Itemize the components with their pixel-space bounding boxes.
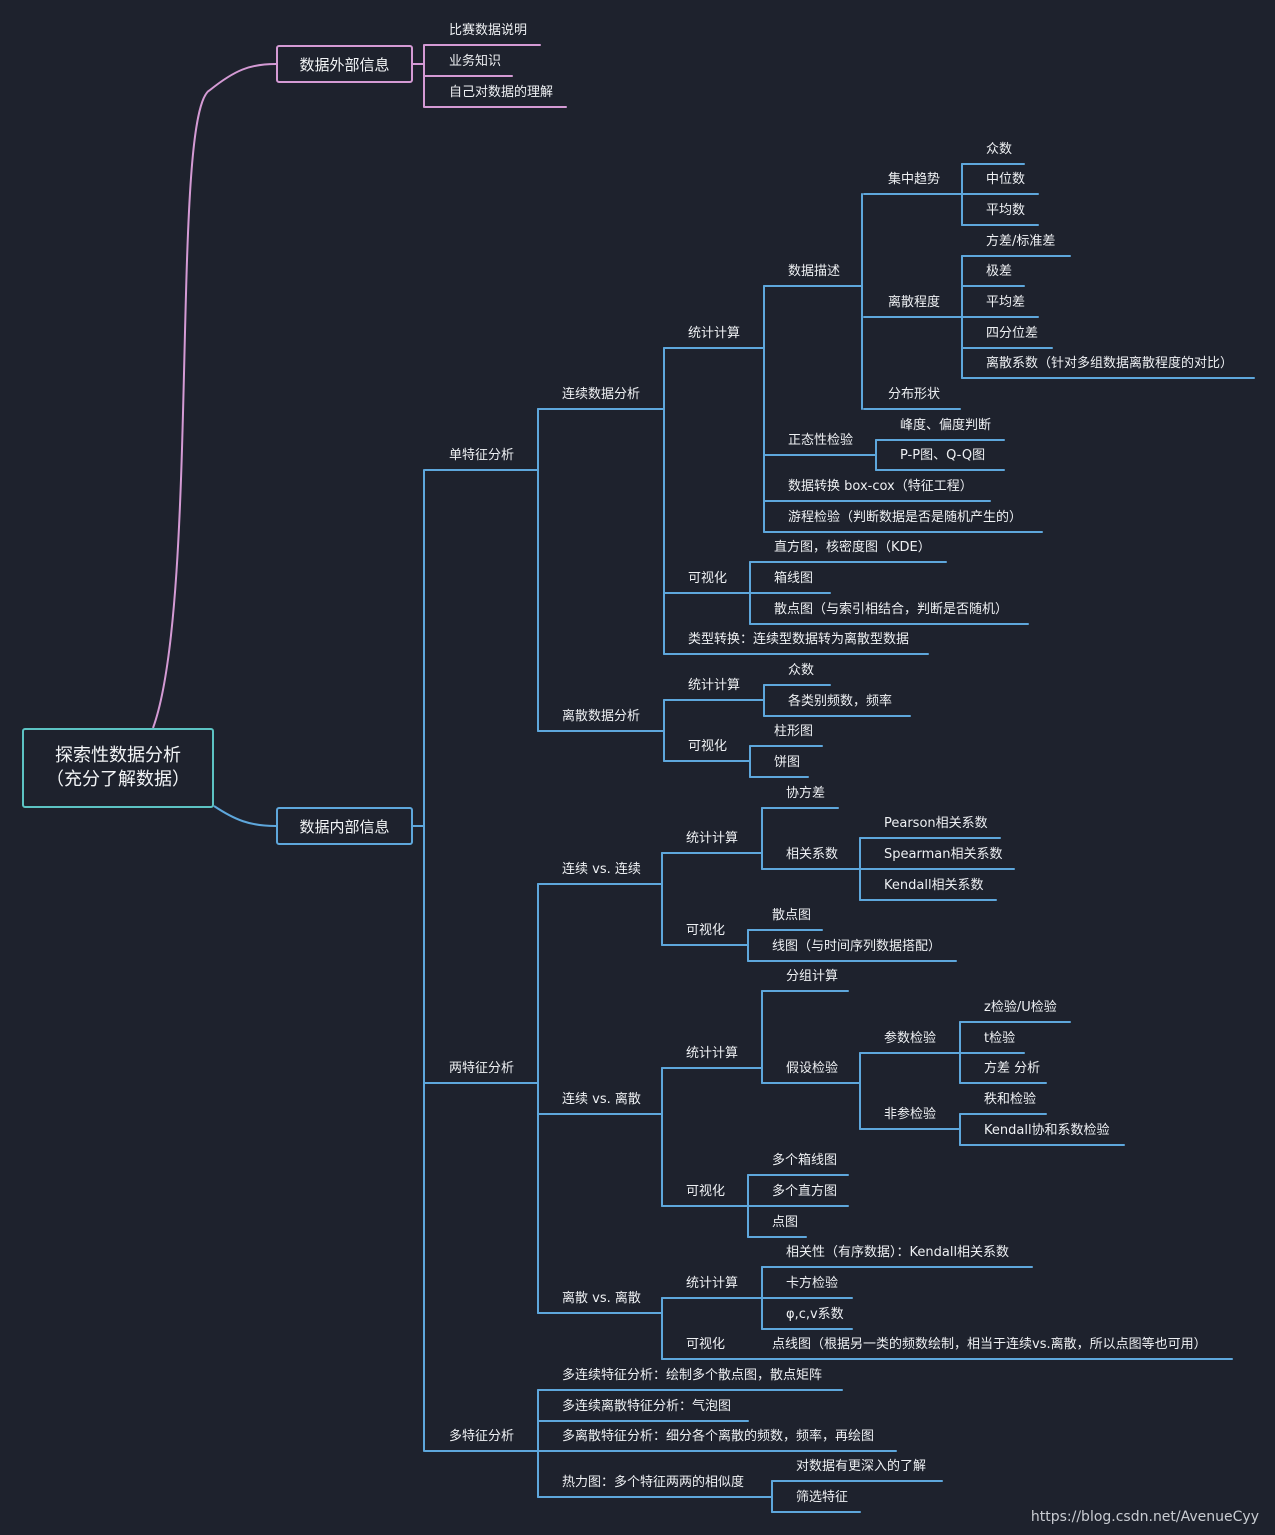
ordinal-correlation[interactable]: 相关性（有序数据）：Kendall相关系数 [786, 1245, 1010, 1260]
kendall-concordance[interactable]: Kendall协和系数检验 [984, 1123, 1110, 1138]
kurtosis-skewness[interactable]: 峰度、偏度判断 [900, 418, 992, 433]
coefficient-of-variation[interactable]: 离散系数（针对多组数据离散程度的对比） [986, 356, 1234, 371]
ext-own-understanding[interactable]: 自己对数据的理解 [449, 85, 554, 100]
cont-stats-calc[interactable]: 统计计算 [688, 326, 741, 341]
ext-competition-desc[interactable]: 比赛数据说明 [449, 23, 528, 38]
multi-histogram[interactable]: 多个直方图 [772, 1184, 838, 1199]
line-chart-timeseries[interactable]: 线图（与时间序列数据搭配） [772, 939, 942, 954]
root-to-internal-curve [213, 805, 277, 827]
hypothesis-test[interactable]: 假设检验 [786, 1061, 839, 1076]
dot-line-plot[interactable]: 点线图（根据另一类的频数绘制，相当于连续vs.离散，所以点图等也可用） [772, 1337, 1207, 1352]
dd-visualization[interactable]: 可视化 [686, 1337, 726, 1352]
cont-vs-cont[interactable]: 连续 vs. 连续 [562, 862, 641, 877]
root-title: 探索性数据分析 [55, 745, 181, 766]
disc-vs-disc[interactable]: 离散 vs. 离散 [562, 1291, 641, 1306]
bar-chart[interactable]: 柱形图 [774, 724, 814, 739]
normality-test[interactable]: 正态性检验 [788, 433, 854, 448]
cont-type-conversion[interactable]: 类型转换：连续型数据转为离散型数据 [688, 632, 910, 647]
pp-qq-plot[interactable]: P-P图、Q-Q图 [900, 448, 986, 463]
multi-continuous[interactable]: 多连续特征分析：绘制多个散点图，散点矩阵 [562, 1368, 823, 1383]
pearson[interactable]: Pearson相关系数 [884, 816, 988, 831]
root-to-external-curve [152, 63, 277, 729]
ext-business-knowledge[interactable]: 业务知识 [449, 54, 502, 69]
external-info-label: 数据外部信息 [299, 55, 390, 74]
dot-plot[interactable]: 点图 [772, 1215, 799, 1230]
mean[interactable]: 平均数 [986, 203, 1026, 218]
runs-test[interactable]: 游程检验（判断数据是否是随机产生的） [788, 510, 1023, 525]
range[interactable]: 极差 [986, 264, 1013, 279]
feature-selection[interactable]: 筛选特征 [796, 1490, 849, 1505]
multi-feature-analysis[interactable]: 多特征分析 [449, 1429, 515, 1444]
deeper-understanding[interactable]: 对数据有更深入的了解 [796, 1459, 927, 1474]
watermark: https://blog.csdn.net/AvenueCyy [1030, 1509, 1259, 1525]
phi-c-v-coefficient[interactable]: φ,c,v系数 [786, 1307, 844, 1322]
variance-std[interactable]: 方差/标准差 [986, 234, 1056, 249]
external-info-node[interactable]: 数据外部信息 [276, 45, 413, 83]
cc-visualization[interactable]: 可视化 [686, 923, 726, 938]
dispersion-degree[interactable]: 离散程度 [888, 295, 941, 310]
distribution-shape[interactable]: 分布形状 [888, 387, 941, 402]
two-feature-analysis[interactable]: 两特征分析 [449, 1061, 515, 1076]
cd-visualization[interactable]: 可视化 [686, 1184, 726, 1199]
scatter-with-index[interactable]: 散点图（与索引相结合，判断是否随机） [774, 602, 1009, 617]
internal-info-label: 数据内部信息 [299, 817, 390, 836]
chi-square-test[interactable]: 卡方检验 [786, 1276, 839, 1291]
median[interactable]: 中位数 [986, 172, 1026, 187]
group-calc[interactable]: 分组计算 [786, 969, 839, 984]
disc-visualization[interactable]: 可视化 [688, 739, 728, 754]
discrete-data-analysis[interactable]: 离散数据分析 [562, 709, 641, 724]
dd-stats-calc[interactable]: 统计计算 [686, 1276, 739, 1291]
root-subtitle: （充分了解数据） [46, 769, 190, 790]
box-cox-transform[interactable]: 数据转换 box-cox（特征工程） [788, 479, 973, 494]
internal-info-node[interactable]: 数据内部信息 [276, 807, 413, 845]
cc-scatter[interactable]: 散点图 [772, 908, 812, 923]
covariance[interactable]: 协方差 [786, 786, 826, 801]
anova[interactable]: 方差 分析 [984, 1061, 1041, 1076]
mean-deviation[interactable]: 平均差 [986, 295, 1026, 310]
data-description[interactable]: 数据描述 [788, 264, 841, 279]
z-test[interactable]: z检验/U检验 [984, 1000, 1057, 1015]
heatmap[interactable]: 热力图：多个特征两两的相似度 [562, 1475, 745, 1490]
kendall[interactable]: Kendall相关系数 [884, 878, 984, 893]
disc-mode[interactable]: 众数 [788, 663, 815, 678]
central-tendency[interactable]: 集中趋势 [888, 172, 941, 187]
cont-visualization[interactable]: 可视化 [688, 571, 728, 586]
disc-stats-calc[interactable]: 统计计算 [688, 678, 741, 693]
mode[interactable]: 众数 [986, 142, 1013, 157]
pie-chart[interactable]: 饼图 [774, 755, 801, 770]
single-feature-analysis[interactable]: 单特征分析 [449, 448, 515, 463]
histogram-kde[interactable]: 直方图，核密度图（KDE） [774, 540, 931, 555]
multi-box-plot[interactable]: 多个箱线图 [772, 1153, 838, 1168]
parametric-test[interactable]: 参数检验 [884, 1031, 937, 1046]
quartile-deviation[interactable]: 四分位差 [986, 326, 1039, 341]
rank-sum-test[interactable]: 秩和检验 [984, 1092, 1037, 1107]
root-node[interactable]: 探索性数据分析 （充分了解数据） [22, 728, 214, 808]
cont-vs-disc[interactable]: 连续 vs. 离散 [562, 1092, 641, 1107]
continuous-data-analysis[interactable]: 连续数据分析 [562, 387, 641, 402]
box-plot[interactable]: 箱线图 [774, 571, 814, 586]
spearman[interactable]: Spearman相关系数 [884, 847, 1003, 862]
multi-cont-discrete[interactable]: 多连续离散特征分析：气泡图 [562, 1399, 732, 1414]
nonparametric-test[interactable]: 非参检验 [884, 1107, 937, 1122]
t-test[interactable]: t检验 [984, 1031, 1016, 1046]
category-frequency[interactable]: 各类别频数，频率 [788, 694, 893, 709]
cd-stats-calc[interactable]: 统计计算 [686, 1046, 739, 1061]
cc-stats-calc[interactable]: 统计计算 [686, 831, 739, 846]
correlation-coefficient[interactable]: 相关系数 [786, 847, 839, 862]
multi-discrete[interactable]: 多离散特征分析：细分各个离散的频数，频率，再绘图 [562, 1429, 875, 1444]
